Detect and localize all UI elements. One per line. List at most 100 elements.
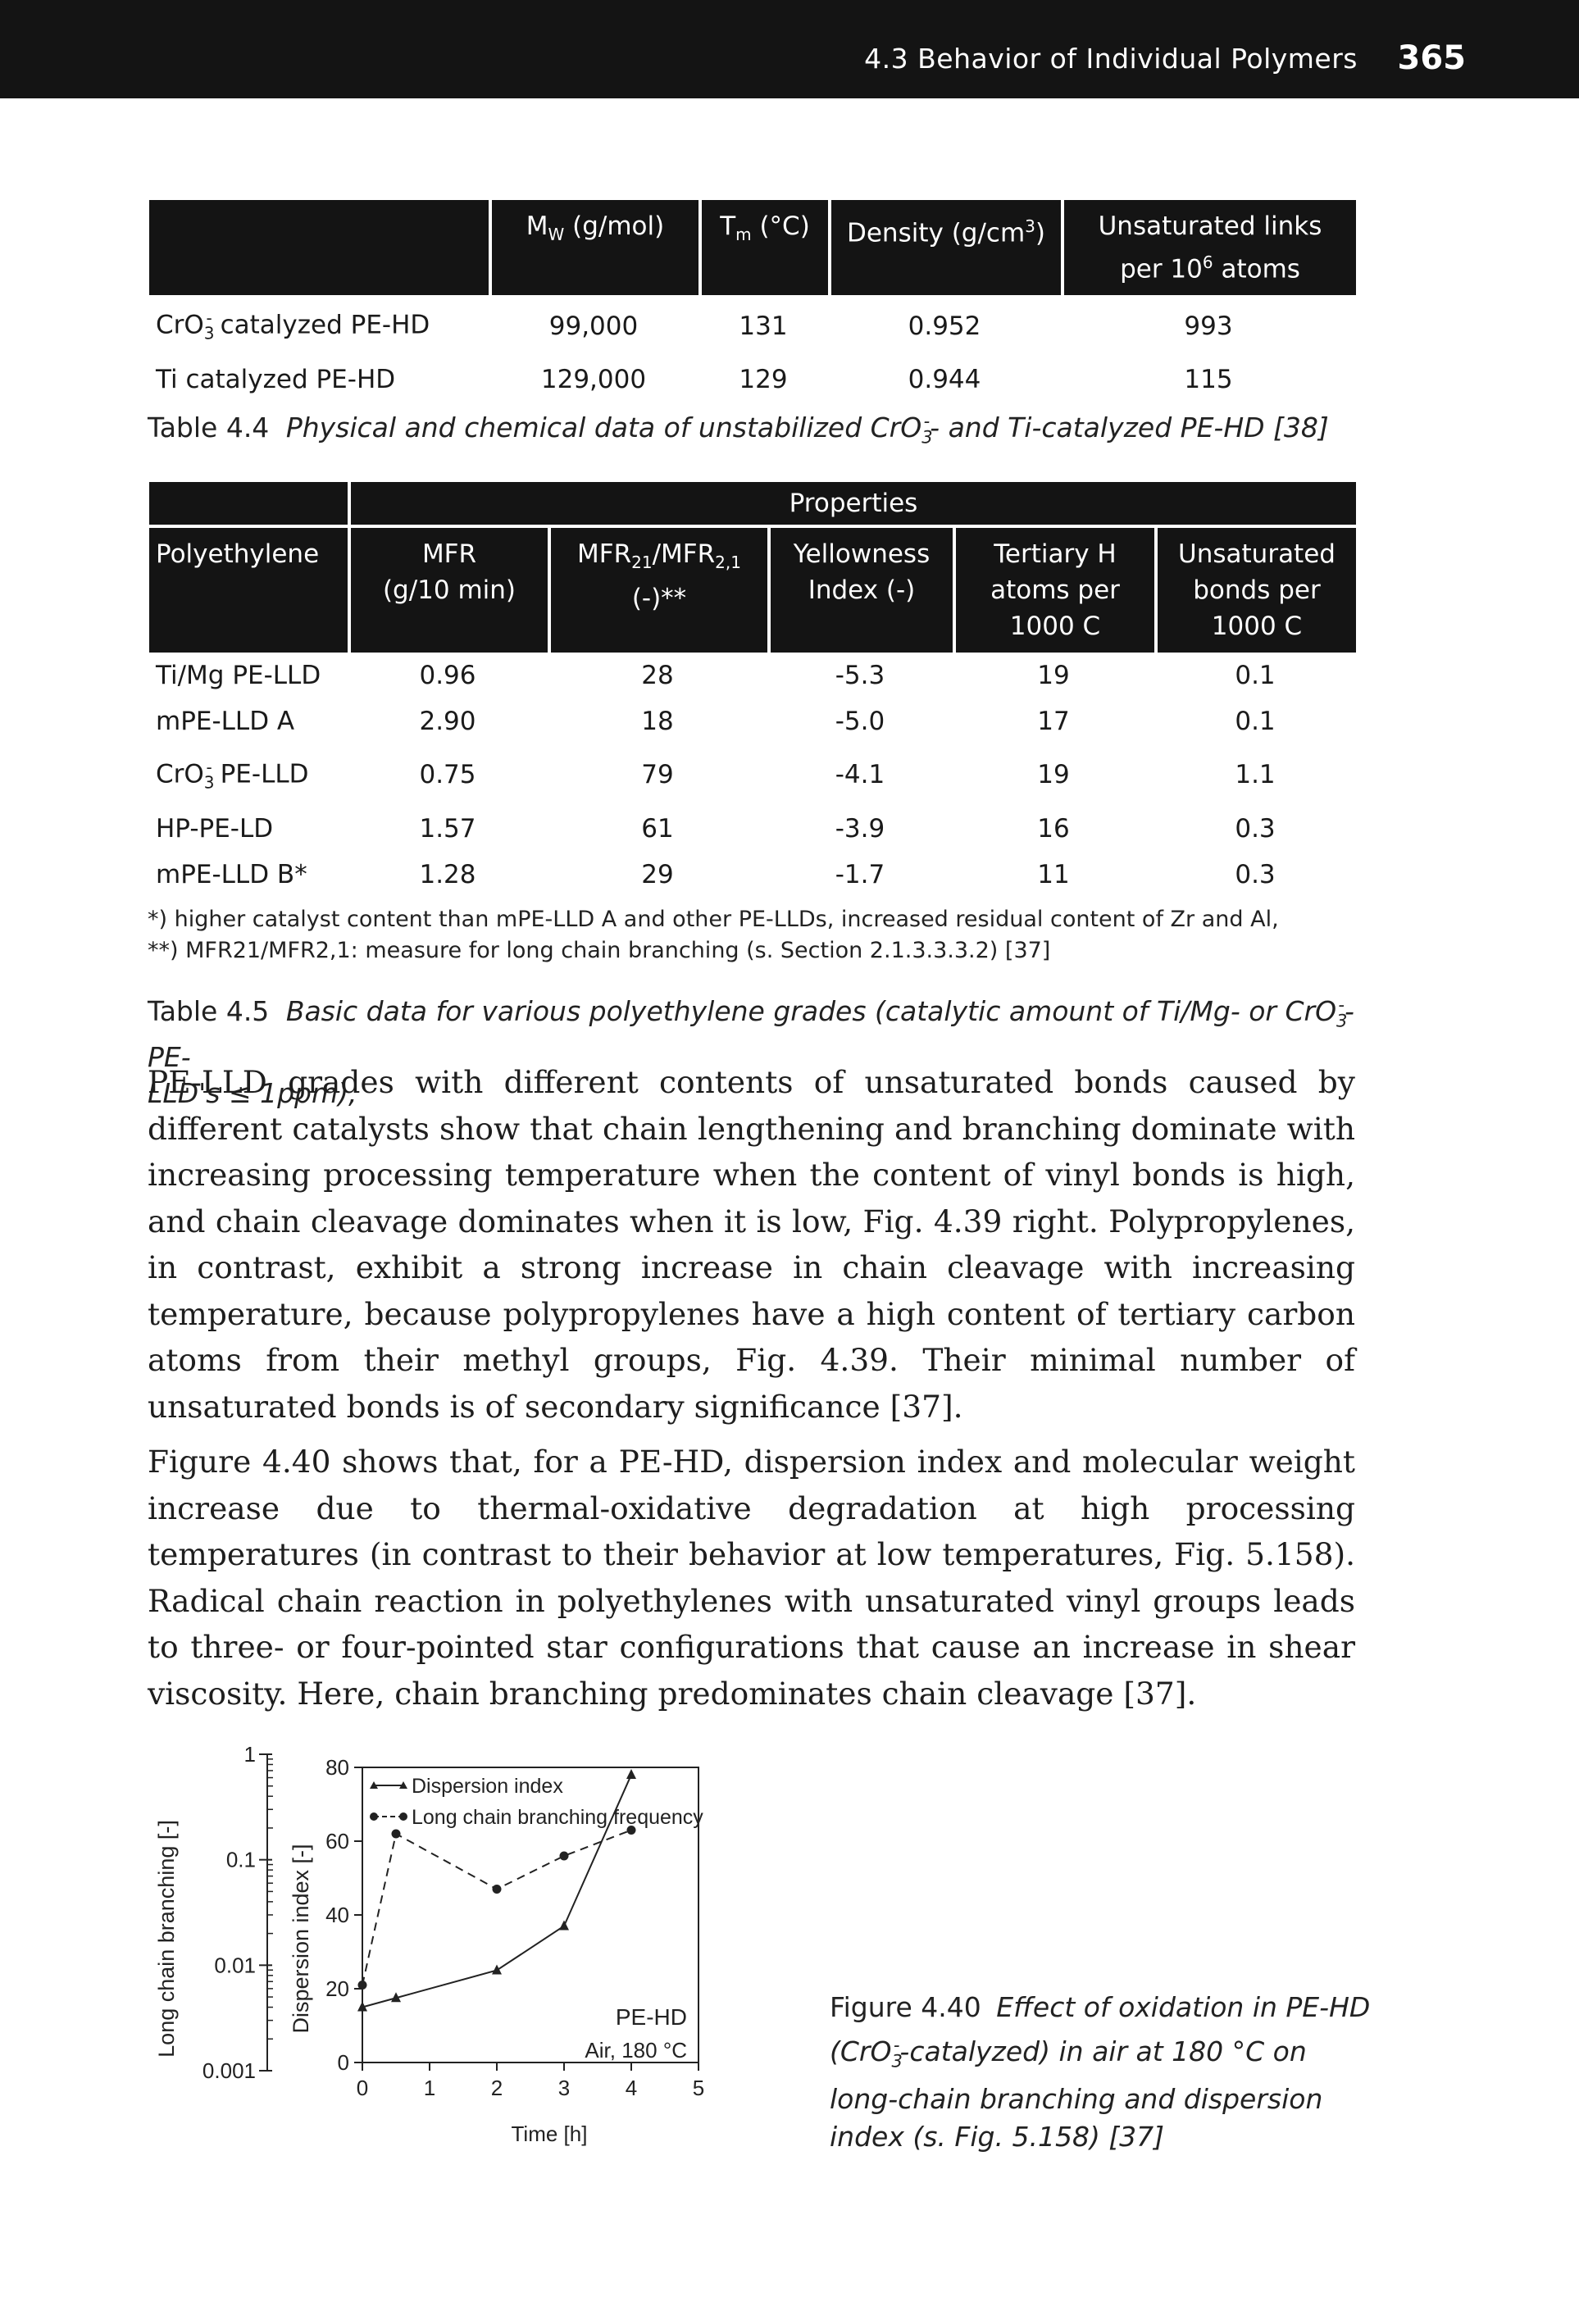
x-tick-label: 3 (558, 2076, 570, 2100)
y2-tick-label: 1 (244, 1746, 256, 1767)
legend-label-lcb: Long chain branching frequency (412, 1806, 703, 1829)
y-tick-label: 60 (325, 1829, 349, 1853)
table-cell: 1.57 (419, 813, 476, 844)
table-4-5-footnote-2: **) MFR21/MFR2,1: measure for long chain… (148, 938, 1051, 963)
y-tick-label: 80 (325, 1755, 349, 1780)
table-header-row: MW (g/mol) Tm (°C) Density (g/cm3) Unsat… (149, 200, 1356, 296)
x-tick-label: 4 (626, 2076, 637, 2100)
figure-caption-label: Figure 4.40 (830, 1991, 981, 2023)
table-cell: 115 (1184, 364, 1233, 394)
table-4-4: MW (g/mol) Tm (°C) Density (g/cm3) Unsat… (149, 200, 1356, 402)
y2-axis-label: Long chain branching [-] (154, 1820, 179, 2058)
legend-label-dispersion: Dispersion index (412, 1775, 563, 1798)
y2-tick-label: 0.001 (202, 2058, 256, 2083)
table-cell: 993 (1184, 311, 1233, 341)
legend-triangle-icon (370, 1781, 378, 1789)
table-cell: -5.0 (835, 707, 885, 736)
table-cell: 79 (641, 760, 674, 790)
lcb-data-point (626, 1826, 636, 1835)
table-cell: 19 (1037, 760, 1070, 790)
table-cell: Ti catalyzed PE-HD (156, 364, 396, 394)
column-header: MW (g/mol) (489, 200, 698, 296)
properties-header: Properties (348, 482, 1356, 525)
lcb-data-point (492, 1885, 502, 1894)
table-cell: 61 (641, 813, 674, 844)
conditions-annotation: Air, 180 °C (585, 2038, 687, 2062)
column-header (149, 482, 348, 525)
table-cell: 29 (641, 859, 674, 889)
table-cell: HP-PE-LD (156, 813, 274, 844)
caption-label: Table 4.4 (148, 412, 270, 443)
table-cell: 11 (1037, 859, 1070, 889)
column-header: MFR(g/10 min) (348, 525, 548, 653)
table-cell: 129 (739, 364, 788, 394)
dispersion-data-point (559, 1920, 569, 1931)
section-title: 4.3 Behavior of Individual Polymers (864, 43, 1358, 75)
table-row: mPE-LLD A 2.90 18 -5.0 17 0.1 (149, 698, 1356, 744)
body-paragraph: Figure 4.40 shows that, for a PE-HD, dis… (148, 1444, 1355, 1712)
legend-triangle-icon (399, 1781, 407, 1789)
y-axis-label: Dispersion index [-] (289, 1844, 313, 2033)
material-annotation: PE-HD (616, 2004, 687, 2030)
table-cell: 129,000 (540, 364, 647, 394)
table-cell: CrO3- PE-LLD (156, 757, 309, 793)
table-row: CrO3- catalyzed PE-HD 99,000 131 0.952 9… (149, 295, 1356, 357)
table-cell: mPE-LLD B* (156, 859, 307, 889)
dispersion-data-point (492, 1964, 502, 1975)
x-tick-label: 5 (693, 2076, 704, 2100)
table-cell: 0.952 (908, 311, 981, 341)
table-cell: 0.75 (419, 760, 476, 790)
table-cell: 17 (1037, 707, 1070, 736)
table-cell: 0.3 (1235, 859, 1276, 889)
column-header (149, 200, 489, 296)
lcb-data-point (357, 1981, 367, 1990)
y-tick-label: 20 (325, 1976, 349, 2001)
legend: Dispersion index Long chain branching fr… (370, 1775, 703, 1829)
body-paragraph: PE-LLD grades with different contents of… (148, 1064, 1355, 1425)
table-cell: 1.1 (1235, 760, 1276, 790)
table-row: Ti catalyzed PE-HD 129,000 129 0.944 115 (149, 357, 1356, 402)
column-header: MFR21/MFR2,1(-)** (548, 525, 767, 653)
table-4-5-footnote-1: *) higher catalyst content than mPE-LLD … (148, 907, 1279, 932)
table-4-5-caption: Table 4.5 Basic data for various polyeth… (148, 995, 1354, 1109)
table-cell: 28 (641, 661, 674, 690)
table-cell: -4.1 (835, 760, 885, 790)
legend-circle-icon (370, 1812, 378, 1821)
table-cell: Ti/Mg PE-LLD (156, 661, 321, 690)
table-cell: 2.90 (419, 707, 476, 736)
table-cell: -3.9 (835, 813, 885, 844)
table-cell: 0.1 (1235, 661, 1276, 690)
column-header: Tm (°C) (698, 200, 828, 296)
x-tick-label: 1 (424, 2076, 435, 2100)
y2-tick-label: 0.1 (226, 1848, 256, 1872)
table-cell: 16 (1037, 813, 1070, 844)
table-cell: 131 (739, 311, 788, 341)
y2-tick-label: 0.01 (214, 1953, 256, 1977)
table-cell: -1.7 (835, 859, 885, 889)
table-row: mPE-LLD B* 1.28 29 -1.7 11 0.3 (149, 852, 1356, 898)
table-group-header-row: Properties (149, 482, 1356, 525)
x-tick-label: 2 (491, 2076, 503, 2100)
column-header: Polyethylene (149, 525, 348, 653)
running-header: 4.3 Behavior of Individual Polymers 365 (0, 0, 1579, 98)
page-number: 365 (1397, 39, 1467, 77)
table-cell: mPE-LLD A (156, 707, 295, 736)
table-4-5: Properties Polyethylene MFR(g/10 min) MF… (149, 482, 1356, 898)
dispersion-data-point (357, 2001, 367, 2012)
series-layer (357, 1769, 636, 2012)
table-cell: 0.944 (908, 364, 981, 394)
figure-4-40-chart: Long chain branching [-] Dispersion inde… (154, 1746, 704, 2146)
table-cell: 18 (641, 707, 674, 736)
lcb-series-line (362, 1829, 632, 1985)
table-cell: CrO3- catalyzed PE-HD (156, 308, 430, 343)
legend-circle-icon (399, 1812, 407, 1821)
y-tick-label: 40 (325, 1903, 349, 1927)
table-cell: 0.1 (1235, 707, 1276, 736)
x-tick-label: 0 (357, 2076, 368, 2100)
table-cell: 1.28 (419, 859, 476, 889)
table-cell: 99,000 (548, 311, 639, 341)
